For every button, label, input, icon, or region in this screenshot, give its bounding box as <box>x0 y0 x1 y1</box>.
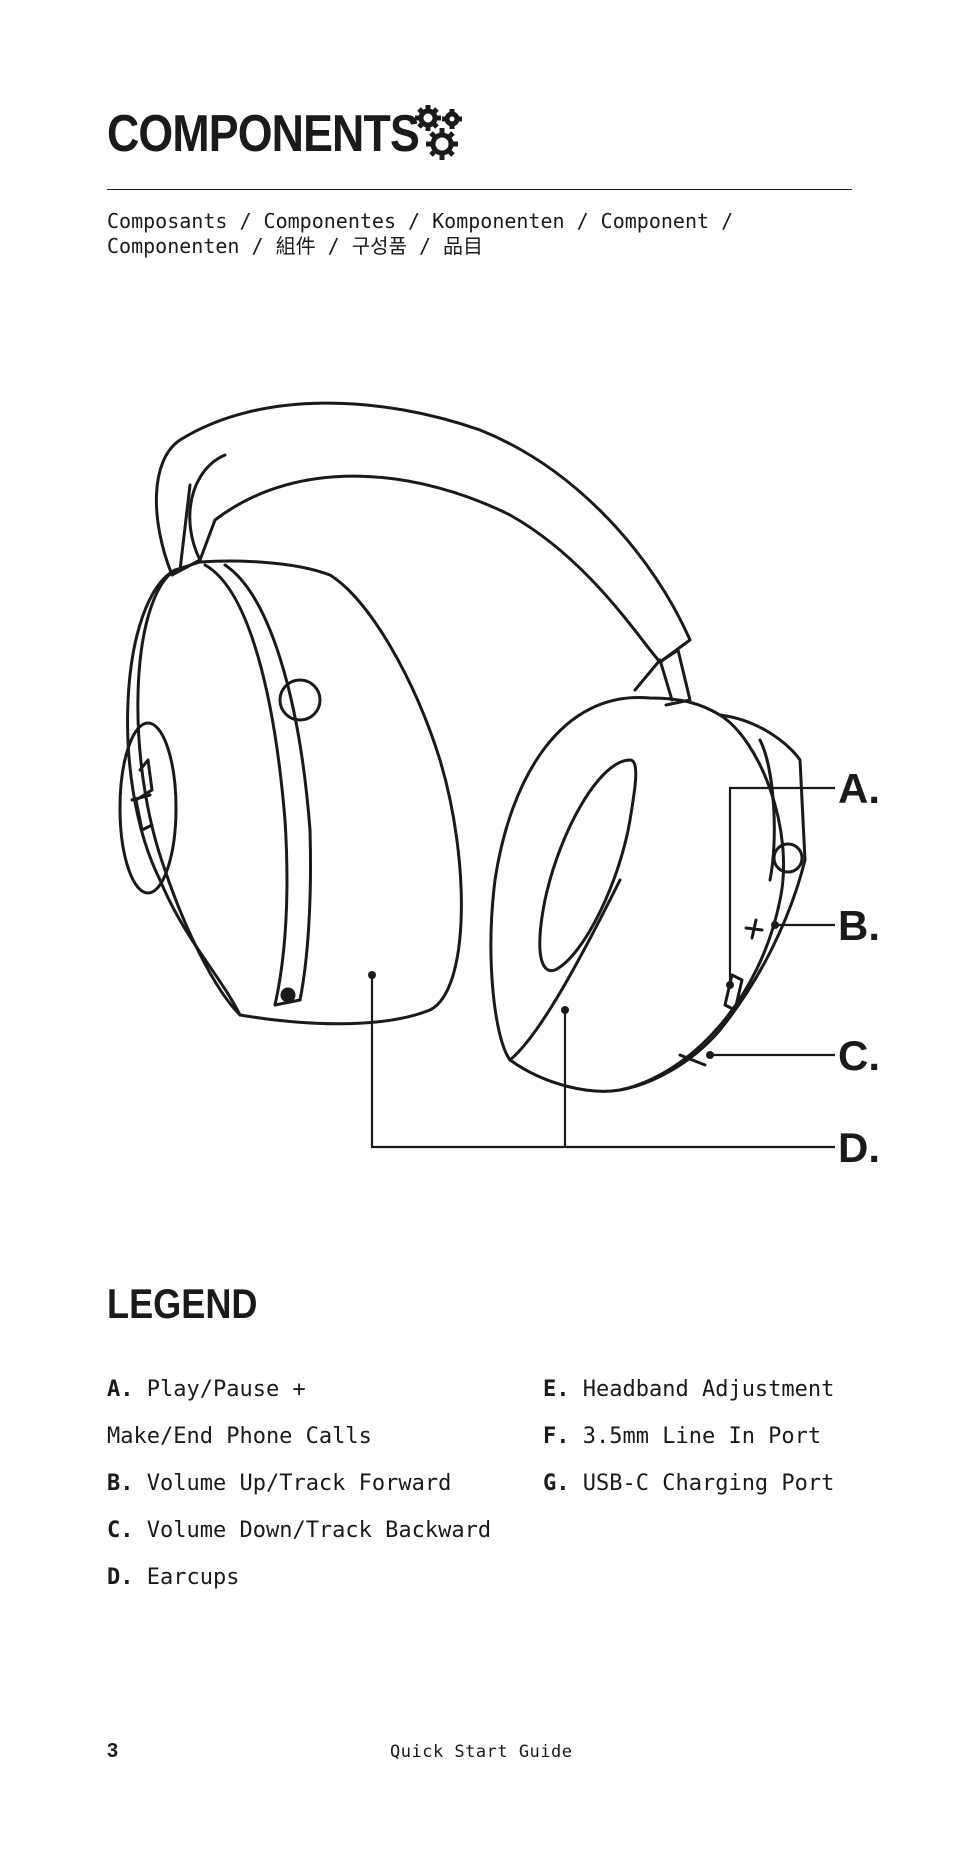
callout-d-label: D. <box>838 1124 880 1171</box>
legend-item-b: B. Volume Up/Track Forward <box>107 1471 452 1496</box>
callout-b-label: B. <box>838 902 880 949</box>
legend-item-g: G. USB-C Charging Port <box>543 1471 835 1496</box>
callout-d-line <box>370 975 835 1149</box>
page-number: 3 <box>107 1740 119 1762</box>
headband-illustration <box>154 401 692 707</box>
legend-title: LEGEND <box>107 1280 258 1327</box>
callout-d-dot-left <box>368 971 376 979</box>
callout-a-line <box>728 786 835 985</box>
callout-c-dot <box>706 1051 714 1059</box>
legend-item-a: A. Play/Pause + <box>107 1377 306 1402</box>
headphones-diagram: A. B. C. D. <box>118 401 880 1171</box>
legend-right-column: E. Headband Adjustment F. 3.5mm Line In … <box>543 1366 834 1507</box>
gears-icon <box>415 105 462 160</box>
left-earcup-illustration <box>118 559 463 1026</box>
legend-item-f: F. 3.5mm Line In Port <box>543 1424 822 1449</box>
right-earcup-illustration <box>489 696 807 1093</box>
translations-line-1: Composants / Componentes / Komponenten /… <box>107 209 734 233</box>
page-title: COMPONENTS <box>107 105 420 163</box>
callout-d-dot-right <box>561 1006 569 1014</box>
callout-c-label: C. <box>838 1032 880 1079</box>
legend-item-e: E. Headband Adjustment <box>543 1377 835 1402</box>
legend-left-column: A. Play/Pause + Make/End Phone Calls B. … <box>107 1366 491 1601</box>
translations-line-2: Componenten / 組件 / 구성품 / 品目 <box>107 234 484 258</box>
translations: Composants / Componentes / Komponenten /… <box>107 209 867 259</box>
callout-a-dot <box>726 981 734 989</box>
legend-item-d: D. Earcups <box>107 1565 240 1590</box>
guide-title: Quick Start Guide <box>390 1742 573 1762</box>
legend-item-c: C. Volume Down/Track Backward <box>107 1518 492 1543</box>
callout-b-dot <box>771 921 779 929</box>
callout-a-label: A. <box>838 765 880 812</box>
header-divider <box>107 189 852 190</box>
legend-item-a-continued: Make/End Phone Calls <box>107 1424 372 1449</box>
